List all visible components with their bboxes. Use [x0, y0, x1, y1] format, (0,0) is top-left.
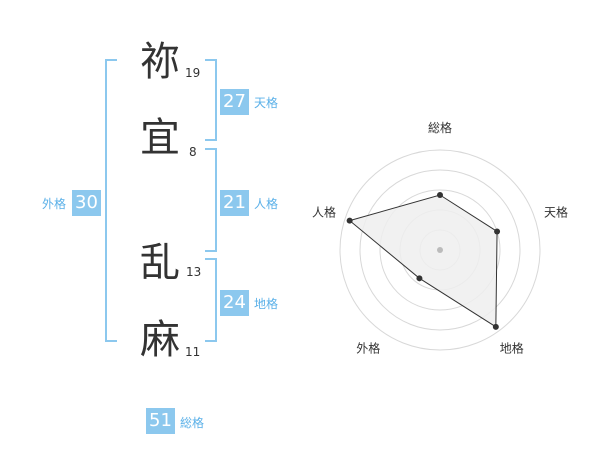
radar-axis-label-1: 総格: [428, 120, 452, 135]
tenkaku-score: 27: [220, 89, 249, 115]
jinkaku-score: 21: [220, 190, 249, 216]
radar-point-3: [492, 323, 499, 330]
radar-grid-ring: [359, 169, 521, 331]
radar-center-point: [437, 247, 443, 253]
jinkaku-bracket: [205, 148, 217, 252]
radar-axis-label-3: 地格: [500, 341, 524, 356]
stroke-count-3: 13: [186, 265, 202, 279]
name-char-1: 祢: [140, 39, 180, 85]
gaikaku-bracket: [105, 59, 117, 342]
stroke-count-1: 19: [185, 66, 201, 80]
radar-point-5: [346, 217, 353, 224]
radar-axis-label-5: 人格: [312, 204, 336, 219]
tenkaku-bracket: [205, 59, 217, 141]
jinkaku-label: 人格: [254, 197, 279, 211]
soukaku-score: 51: [146, 408, 175, 434]
radar-point-2: [494, 228, 501, 235]
radar-axis-label-2: 天格: [544, 204, 568, 219]
chikaku-label: 地格: [254, 297, 279, 311]
tenkaku-label: 天格: [254, 96, 279, 110]
name-char-4: 麻: [140, 317, 180, 363]
stroke-count-2: 8: [189, 145, 197, 159]
radar-point-1: [437, 192, 443, 198]
gaikaku-label: 外格: [42, 197, 67, 211]
gaikaku-score: 30: [72, 190, 101, 216]
name-char-3: 乱: [140, 240, 180, 286]
soukaku-label: 総格: [180, 416, 205, 430]
radar-data-polygon: [348, 194, 498, 328]
chikaku-score: 24: [220, 290, 249, 316]
stroke-count-4: 11: [185, 345, 201, 359]
radar-point-4: [416, 275, 423, 282]
radar-grid-ring: [379, 189, 501, 311]
name-char-2: 宜: [140, 115, 180, 161]
radar-axis-label-4: 外格: [356, 341, 380, 356]
chikaku-bracket: [205, 258, 217, 342]
radar-grid-ring: [339, 149, 541, 351]
